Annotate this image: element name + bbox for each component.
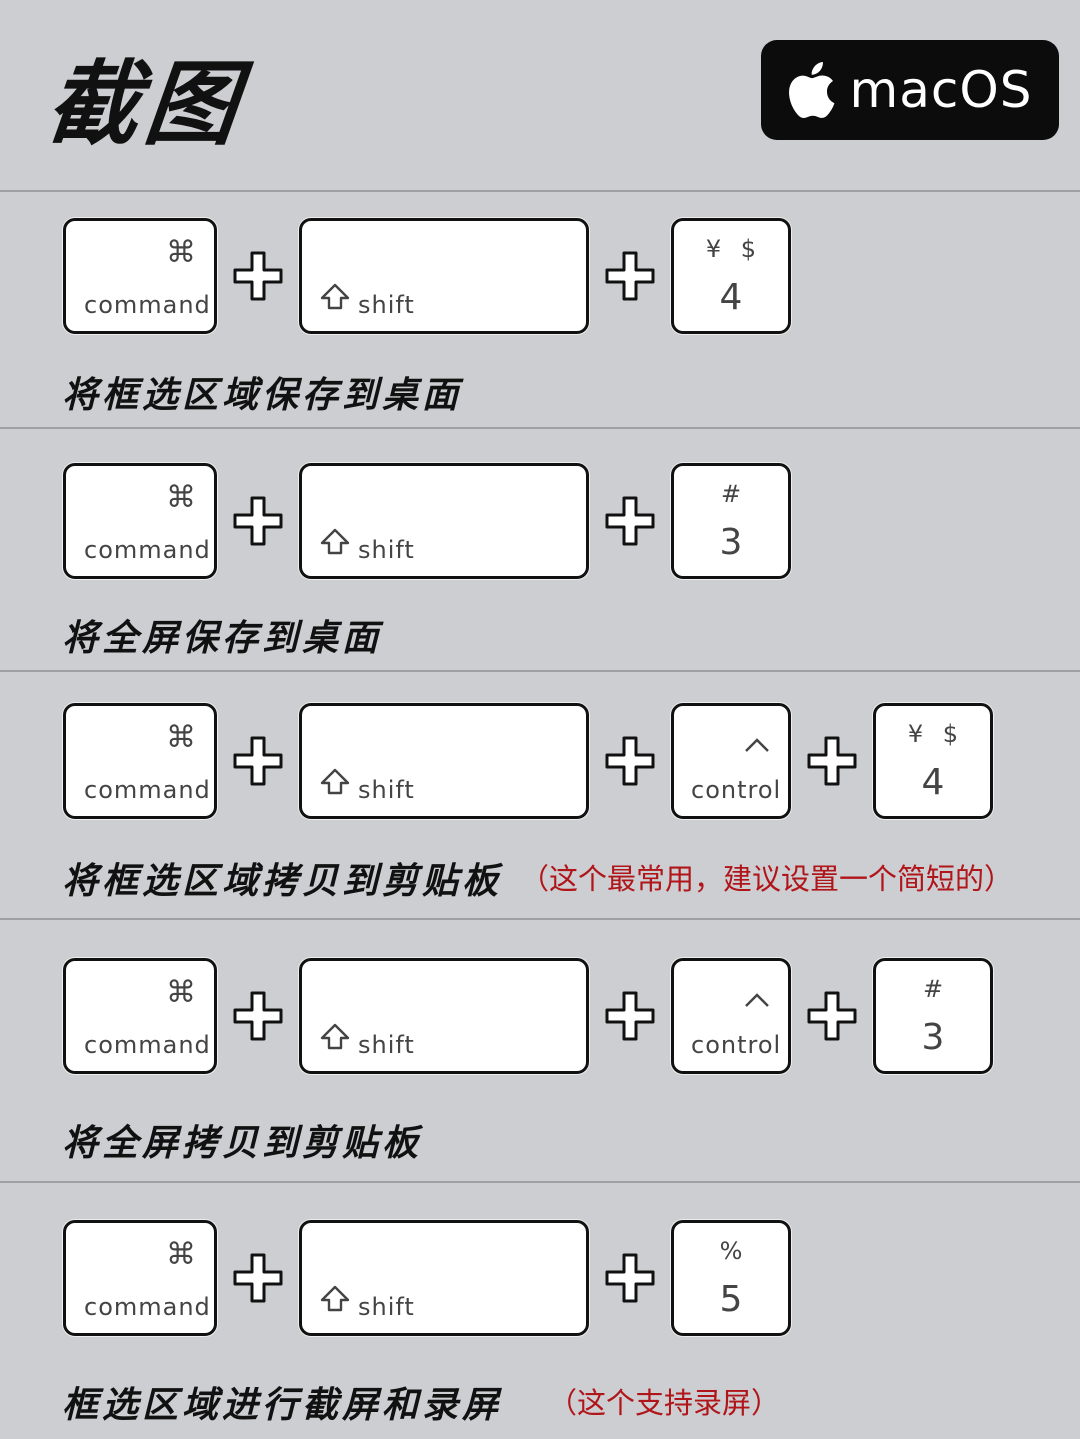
key-number: 3 [719, 522, 743, 563]
plus-icon [233, 991, 283, 1041]
command-symbol-icon: ⌘ [166, 1237, 196, 1272]
shortcut-note: （这个支持录屏） [548, 1386, 781, 1420]
plus-icon [233, 736, 283, 786]
shortcut-description: 框选区域进行截屏和录屏 [62, 1385, 503, 1426]
key-shift-symbol: # [922, 975, 944, 1003]
key-control: control [671, 958, 791, 1074]
section-divider [0, 670, 1080, 672]
key-command: ⌘ command [63, 958, 217, 1074]
section-divider [0, 918, 1080, 920]
page-title: 截图 [41, 51, 249, 158]
key-number: 5 [719, 1279, 743, 1320]
key-shift-symbol: # [720, 480, 742, 508]
plus-icon [605, 736, 655, 786]
command-symbol-icon: ⌘ [166, 235, 196, 270]
key-name: command [84, 536, 211, 564]
plus-icon [233, 496, 283, 546]
key-command: ⌘ command [63, 463, 217, 579]
key-char-4: ¥ $ 4 [671, 218, 791, 334]
key-shift: shift [299, 958, 589, 1074]
plus-icon [605, 251, 655, 301]
shift-arrow-icon [320, 1285, 350, 1319]
key-name: command [84, 776, 211, 804]
key-name: shift [358, 536, 415, 564]
key-command: ⌘ command [63, 1220, 217, 1336]
control-caret-icon [744, 726, 770, 761]
macos-badge: macOS [761, 40, 1059, 140]
shift-arrow-icon [320, 1023, 350, 1057]
key-shift: shift [299, 1220, 589, 1336]
command-symbol-icon: ⌘ [166, 720, 196, 755]
macos-label: macOS [849, 61, 1033, 119]
section-divider [0, 427, 1080, 429]
plus-icon [233, 1253, 283, 1303]
key-char-5: %5 [671, 1220, 791, 1336]
section-divider [0, 190, 1080, 192]
plus-icon [233, 251, 283, 301]
key-name: command [84, 1293, 211, 1321]
plus-icon [605, 496, 655, 546]
key-name: shift [358, 291, 415, 319]
control-caret-icon [744, 981, 770, 1016]
key-command: ⌘ command [63, 703, 217, 819]
apple-logo-icon [788, 62, 834, 118]
key-shift-symbol: ¥ $ [705, 235, 757, 263]
key-name: control [691, 1031, 782, 1059]
key-name: shift [358, 1293, 415, 1321]
shortcut-note: （这个最常用，建议设置一个简短的） [520, 862, 1014, 896]
key-command: ⌘ command [63, 218, 217, 334]
key-char-3: #3 [671, 463, 791, 579]
key-name: command [84, 291, 211, 319]
key-name: control [691, 776, 782, 804]
shift-arrow-icon [320, 768, 350, 802]
section-divider [0, 1181, 1080, 1183]
plus-icon [807, 736, 857, 786]
command-symbol-icon: ⌘ [166, 480, 196, 515]
key-shift-symbol: % [719, 1237, 743, 1265]
key-shift: shift [299, 463, 589, 579]
shortcut-description: 将全屏保存到桌面 [62, 618, 383, 659]
plus-icon [807, 991, 857, 1041]
key-shift: shift [299, 703, 589, 819]
key-name: shift [358, 1031, 415, 1059]
key-char-3: #3 [873, 958, 993, 1074]
key-char-4: ¥ $ 4 [873, 703, 993, 819]
shortcut-description: 将框选区域拷贝到剪贴板 [62, 861, 503, 902]
command-symbol-icon: ⌘ [166, 975, 196, 1010]
key-name: shift [358, 776, 415, 804]
key-control: control [671, 703, 791, 819]
key-number: 4 [921, 762, 945, 803]
plus-icon [605, 991, 655, 1041]
key-shift: shift [299, 218, 589, 334]
key-number: 3 [921, 1017, 945, 1058]
plus-icon [605, 1253, 655, 1303]
key-number: 4 [719, 277, 743, 318]
key-shift-symbol: ¥ $ [907, 720, 959, 748]
shortcut-description: 将全屏拷贝到剪贴板 [62, 1123, 423, 1164]
shift-arrow-icon [320, 528, 350, 562]
key-name: command [84, 1031, 211, 1059]
shift-arrow-icon [320, 283, 350, 317]
shortcut-description: 将框选区域保存到桌面 [62, 375, 463, 416]
